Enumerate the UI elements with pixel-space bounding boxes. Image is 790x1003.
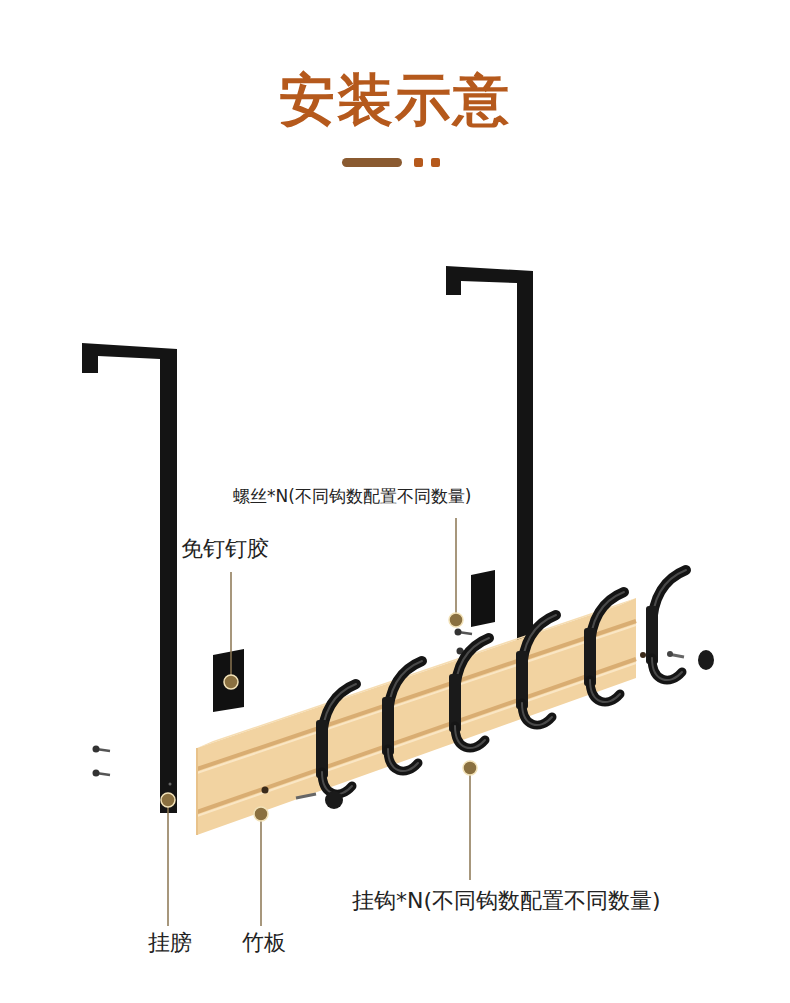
leader-line	[168, 518, 470, 926]
bamboo-board	[197, 598, 636, 835]
title-dot	[414, 158, 423, 167]
leader-dot	[161, 613, 477, 821]
part-label: 竹板	[242, 930, 286, 956]
title-dot	[431, 158, 440, 167]
hanger-arm	[82, 343, 177, 813]
part-label: 挂膀	[148, 930, 192, 956]
part-label: 螺丝*N(不同钩数配置不同数量)	[233, 486, 471, 506]
glue-pad	[213, 649, 244, 712]
glue-pad	[471, 570, 495, 627]
part-label: 免钉钉胶	[181, 536, 269, 562]
title-bar	[342, 158, 402, 167]
page-title: 安装示意	[279, 66, 511, 133]
part-label: 挂钩*N(不同钩数配置不同数量)	[352, 888, 661, 914]
hanger-arm	[446, 266, 533, 640]
